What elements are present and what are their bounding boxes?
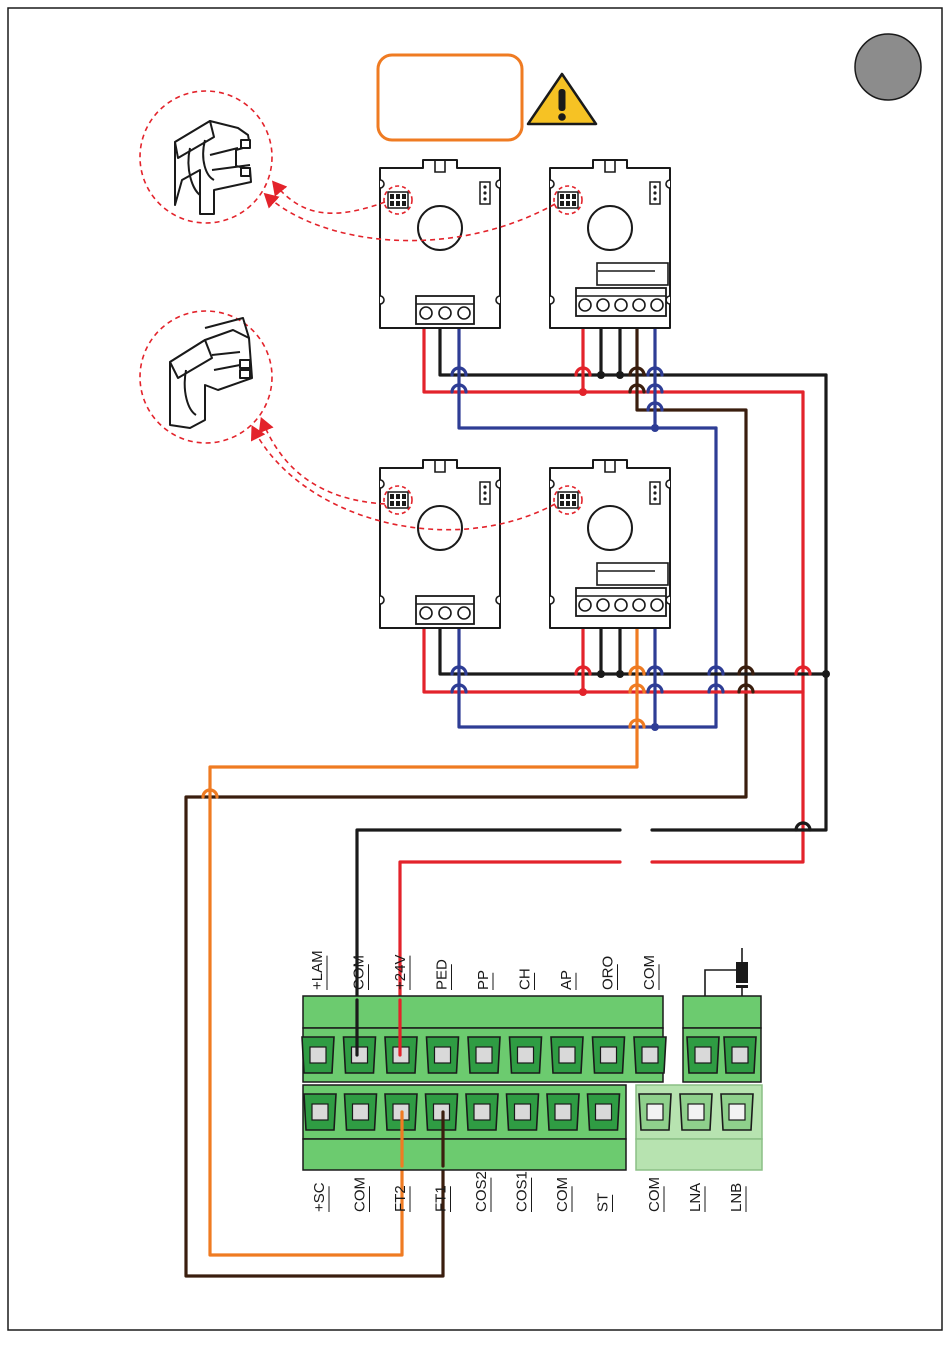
diode-component <box>705 948 749 996</box>
bottom-terminal-label: +SC <box>311 1182 328 1212</box>
bottom-terminal-com[interactable] <box>547 1094 579 1130</box>
jumper-pins <box>558 492 578 508</box>
relay-terminal-label: COM <box>646 1177 663 1212</box>
top-terminal-label: PP <box>475 970 492 990</box>
jumper-pins <box>388 492 408 508</box>
detail-arrow-1a <box>274 183 385 213</box>
top-terminal-com[interactable] <box>634 1037 666 1073</box>
top-terminal-label: COM <box>351 955 368 990</box>
detail-arrow-2a <box>262 420 385 504</box>
wire-black-vertical <box>652 375 826 830</box>
jumper-pins <box>388 192 408 208</box>
top-terminal-lam[interactable] <box>302 1037 334 1073</box>
gray-circle-icon <box>855 34 921 100</box>
top-terminal-label: CH <box>517 968 534 990</box>
bottom-terminal-label: FT1 <box>433 1185 450 1212</box>
top-terminal-label: PED <box>434 959 451 990</box>
bottom-terminal-cos1[interactable] <box>507 1094 539 1130</box>
relay-terminal-lnb[interactable] <box>721 1094 753 1130</box>
bottom-terminal-label: FT2 <box>392 1185 409 1212</box>
jumper-detail-bottom <box>140 311 272 443</box>
bottom-terminal-label: ST <box>595 1193 612 1212</box>
bottom-terminal-com[interactable] <box>345 1094 377 1130</box>
warning-triangle-icon <box>528 74 596 124</box>
transmitter-board-lower-right <box>550 460 670 628</box>
bottom-terminal-label: COS2 <box>473 1171 490 1212</box>
top-terminal-ap[interactable] <box>551 1037 583 1073</box>
bottom-terminal-st[interactable] <box>588 1094 620 1130</box>
relay-terminal-com[interactable] <box>639 1094 671 1130</box>
relay-power-block <box>683 996 761 1028</box>
top-terminal-ch[interactable] <box>510 1037 542 1073</box>
bottom-terminal-sc[interactable] <box>304 1094 336 1130</box>
top-terminal-pp[interactable] <box>468 1037 500 1073</box>
top-terminal-label: +LAM <box>309 950 326 990</box>
top-terminal-label: ORO <box>600 956 617 990</box>
bottom-terminal-label: COM <box>554 1177 571 1212</box>
jumper-pins <box>558 192 578 208</box>
top-terminal-label: +24V <box>392 955 409 990</box>
top-terminal-oro[interactable] <box>593 1037 625 1073</box>
wire-black-lower-left <box>440 622 826 674</box>
bottom-terminal-label: COS1 <box>514 1171 531 1212</box>
power-terminal-2[interactable] <box>724 1037 756 1073</box>
jumper-detail-top <box>140 91 272 223</box>
wire-red-upper-left <box>424 325 803 392</box>
wire-red-vertical <box>652 392 803 862</box>
relay-terminal-lna[interactable] <box>680 1094 712 1130</box>
receiver-board-upper-left <box>380 160 500 328</box>
relay-terminal-label: LNB <box>728 1183 745 1212</box>
receiver-board-lower-left <box>380 460 500 628</box>
top-terminal-com[interactable] <box>344 1037 376 1073</box>
bottom-terminal-cos2[interactable] <box>466 1094 498 1130</box>
top-terminal-label: AP <box>558 970 575 990</box>
top-terminal-label: COM <box>641 955 658 990</box>
transmitter-board-upper-right <box>550 160 670 328</box>
power-terminal-1[interactable] <box>687 1037 719 1073</box>
top-terminal-ped[interactable] <box>427 1037 459 1073</box>
label-box <box>378 55 522 140</box>
relay-terminal-label: LNA <box>687 1183 704 1212</box>
bottom-terminal-label: COM <box>352 1177 369 1212</box>
